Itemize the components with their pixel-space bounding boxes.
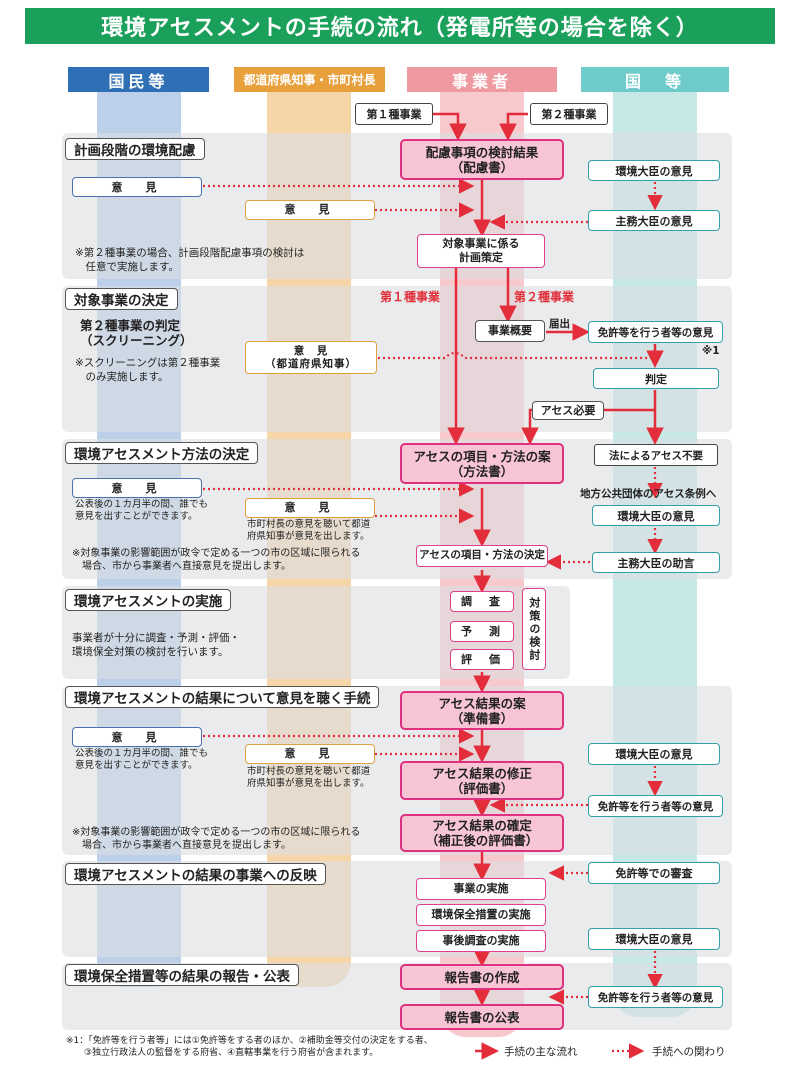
footnote: ※1：「免許等を行う者等」には①免許等をする者のほか、②補助金等交付の決定をする… (66, 1036, 433, 1058)
method-document-box: アセスの項目・方法の案 （方法書） (400, 443, 564, 484)
section-title-report: 環境保全措置等の結果の報告・公表 (65, 964, 299, 986)
no-assessment-box: 法によるアセス不要 (594, 444, 718, 466)
survey-box: 調 査 (450, 591, 514, 612)
method-decision-box: アセスの項目・方法の決定 (416, 545, 548, 567)
section-title-reflection: 環境アセスメントの結果の事業への反映 (65, 863, 326, 885)
governor-results-note: 市町村長の意見を聴いて都道 府県知事が意見を出します。 (247, 766, 371, 790)
competent-minister-opinion-box: 主務大臣の意見 (588, 210, 720, 231)
judgement-box: 判定 (593, 368, 719, 389)
column-header-citizens: 国民等 (68, 67, 209, 92)
citizen-opinion-box: 意 見 (72, 177, 202, 197)
column-header-governor: 都道府県知事・市町村長 (234, 67, 385, 92)
governor-opinion-method-box: 意 見 (245, 498, 375, 518)
legend-main-flow: 手続の主な流れ (504, 1046, 578, 1058)
consideration-document-box: 配慮事項の検討結果 （配慮書） (400, 139, 564, 180)
citizen-results-note: 公表後の１カ月半の間、誰でも 意見を出すことができます。 (75, 748, 209, 772)
planning-note: ※第２種事業の場合、計画段階配慮事項の検討は 任意で実施します。 (75, 247, 305, 274)
governor-opinion-box: 意 見 (245, 200, 375, 220)
section-title-target: 対象事業の決定 (65, 288, 178, 310)
governor-method-note: 市町村長の意見を聴いて都道 府県知事が意見を出します。 (247, 519, 371, 543)
evaluation-document-box: アセス結果の修正 （評価書） (400, 761, 564, 800)
env-minister-reflection-box: 環境大臣の意見 (588, 928, 720, 950)
assessment-required-box: アセス必要 (532, 401, 604, 420)
start-type2-project: 第２種事業 (530, 103, 608, 125)
type1-label: 第１種事業 (380, 290, 441, 304)
licensor-opinion-report-box: 免許等を行う者等の意見 (588, 986, 723, 1008)
final-document-box: アセス結果の確定 （補正後の評価書） (400, 814, 564, 852)
column-header-national: 国 等 (581, 67, 729, 92)
report-publication-box: 報告書の公表 (400, 1004, 564, 1030)
screening-note: ※スクリーニングは第２種事業 のみ実施します。 (75, 357, 221, 384)
citizen-opinion-method-box: 意 見 (72, 478, 202, 498)
page-title: 環境アセスメントの手続の流れ（発電所等の場合を除く） (25, 8, 775, 44)
legend-involvement: 手続への関わり (652, 1046, 726, 1058)
plan-formulation-box: 対象事業に係る 計画策定 (417, 234, 545, 268)
conservation-measures-box: 環境保全措置の実施 (416, 904, 546, 926)
evaluate-box: 評 価 (450, 649, 514, 670)
env-minister-opinion-box: 環境大臣の意見 (588, 160, 720, 181)
governor-opinion-results-box: 意 見 (245, 744, 375, 764)
method-note: ※対象事業の影響範囲が政令で定める一つの市の区域に限られる 場合、市から事業者へ… (72, 548, 361, 572)
forecast-box: 予 測 (450, 621, 514, 642)
licensor-opinion-results-box: 免許等を行う者等の意見 (588, 795, 723, 817)
section-title-implementation: 環境アセスメントの実施 (65, 589, 232, 611)
footnote-mark: ※1 (702, 345, 720, 357)
local-ordinance-label: 地方公共団体のアセス条例へ (580, 488, 717, 500)
start-type1-project: 第１種事業 (355, 103, 433, 125)
env-minister-results-box: 環境大臣の意見 (588, 743, 720, 765)
citizen-opinion-results-box: 意 見 (72, 727, 202, 747)
env-minister-method-box: 環境大臣の意見 (592, 505, 720, 526)
section-title-planning: 計画段階の環境配慮 (65, 138, 205, 160)
project-implementation-box: 事業の実施 (416, 878, 546, 900)
section-bg-results (62, 686, 732, 855)
section-title-method: 環境アセスメント方法の決定 (65, 442, 259, 464)
report-creation-box: 報告書の作成 (400, 964, 564, 990)
project-outline-box: 事業概要 (475, 320, 545, 342)
competent-minister-advice-box: 主務大臣の助言 (592, 552, 720, 573)
screening-title: 第２種事業の判定 （スクリーニング） (80, 318, 193, 348)
citizen-method-note: 公表後の１カ月半の間、誰でも 意見を出すことができます。 (75, 499, 209, 523)
notification-label: 届出 (549, 318, 570, 330)
section-title-results: 環境アセスメントの結果について意見を聴く手続 (65, 686, 380, 708)
column-header-operator: 事業者 (407, 67, 557, 92)
preparation-document-box: アセス結果の案 （準備書） (400, 691, 564, 730)
implementation-note: 事業者が十分に調査・予測・評価・ 環境保全対策の検討を行います。 (72, 632, 240, 659)
licensor-opinion-screening-box: 免許等を行う者等の意見 (588, 321, 723, 343)
license-review-box: 免許等での審査 (588, 862, 720, 884)
type2-label: 第２種事業 (514, 290, 575, 304)
results-note: ※対象事業の影響範囲が政令で定める一つの市の区域に限られる 場合、市から事業者へ… (72, 827, 361, 851)
countermeasures-box: 対策の検討 (522, 588, 546, 670)
governor-opinion-screening-box: 意 見 （都道府県知事） (245, 341, 377, 374)
post-survey-box: 事後調査の実施 (416, 930, 546, 952)
